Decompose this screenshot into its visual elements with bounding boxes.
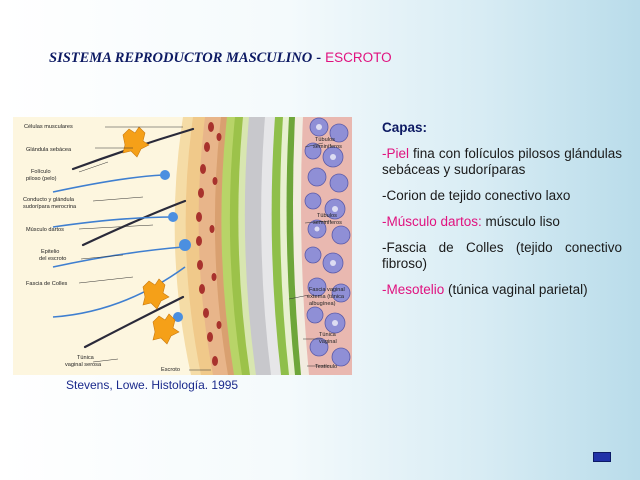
label-tubulos-1b: seminíferos xyxy=(313,144,342,150)
label-tunica-1: Túnica xyxy=(77,355,95,361)
content-item: -Fascia de Colles (tejido conectivo fibr… xyxy=(382,240,622,271)
label-tunica-vaginal-1: Túnica xyxy=(319,332,337,338)
label-fascia-vaginal-2: externa (túnica xyxy=(307,294,345,300)
figure-caption: Stevens, Lowe. Histología. 1995 xyxy=(66,378,239,392)
label-testiculo: Testículo xyxy=(315,364,337,370)
scrotum-layers-illustration: Células musculares Glándula sebácea Folí… xyxy=(13,117,352,375)
label-epitelio-1: Epitelio xyxy=(41,249,59,255)
label-tunica-vaginal-2: vaginal xyxy=(319,339,337,345)
label-conducto-2: sudorípara merocrina xyxy=(23,204,77,210)
histology-figure: Células musculares Glándula sebácea Folí… xyxy=(13,117,352,375)
label-escroto: Escroto xyxy=(161,367,180,373)
title-main: SISTEMA REPRODUCTOR MASCULINO xyxy=(49,50,313,66)
label-conducto-1: Conducto y glándula xyxy=(23,197,75,203)
content-item: -Mesotelio (túnica vaginal parietal) xyxy=(382,282,588,297)
label-epitelio-2: del escroto xyxy=(39,256,66,262)
content-panel: Capas: -Piel fina con folículos pilosos … xyxy=(382,120,622,308)
label-foliculo-1: Folículo xyxy=(31,169,51,175)
content-item: -Corion de tejido conectivo laxo xyxy=(382,188,571,203)
label-musculo-dartos: Músculo dartos xyxy=(26,227,64,233)
label-celulas-musculares: Células musculares xyxy=(24,124,73,130)
content-heading: Capas: xyxy=(382,120,428,135)
slide-title: SISTEMA REPRODUCTOR MASCULINO - ESCROTO xyxy=(49,50,392,67)
next-slide-button[interactable] xyxy=(593,452,611,462)
label-glandula-sebacea: Glándula sebácea xyxy=(26,147,72,153)
label-fascia-vaginal-1: Fascia vaginal xyxy=(309,287,345,293)
label-tubulos-1a: Túbulos xyxy=(315,137,335,143)
label-tubulos-2a: Túbulos xyxy=(317,213,337,219)
content-item: -Piel fina con folículos pilosos glándul… xyxy=(382,146,622,177)
label-fascia-vaginal-3: albugínea) xyxy=(309,301,336,307)
title-accent: ESCROTO xyxy=(325,50,392,65)
label-fascia-colles: Fascia de Colles xyxy=(26,281,68,287)
title-separator: - xyxy=(316,50,322,66)
label-tubulos-2b: seminíferos xyxy=(313,220,342,226)
content-item: -Músculo dartos: músculo liso xyxy=(382,214,560,229)
label-tunica-2: vaginal serosa xyxy=(65,362,102,368)
label-foliculo-2: piloso (pelo) xyxy=(26,176,57,182)
